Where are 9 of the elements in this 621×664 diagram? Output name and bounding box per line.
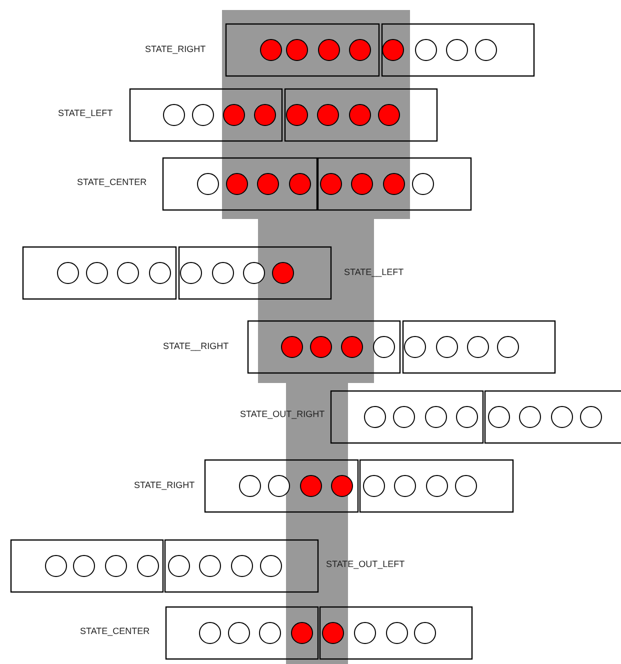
state-label: STATE_CENTER xyxy=(80,626,150,637)
state-label: STATE_OUT_RIGHT xyxy=(240,409,325,420)
state-label: STATE_RIGHT xyxy=(145,44,206,55)
state-label: STATE_OUT_LEFT xyxy=(326,559,405,570)
state-label: STATE__RIGHT xyxy=(163,341,229,352)
state-label: STATE_RIGHT xyxy=(134,480,195,491)
state-label: STATE__LEFT xyxy=(344,267,404,278)
state-label: STATE_LEFT xyxy=(58,108,113,119)
state-label: STATE_CENTER xyxy=(77,177,147,188)
